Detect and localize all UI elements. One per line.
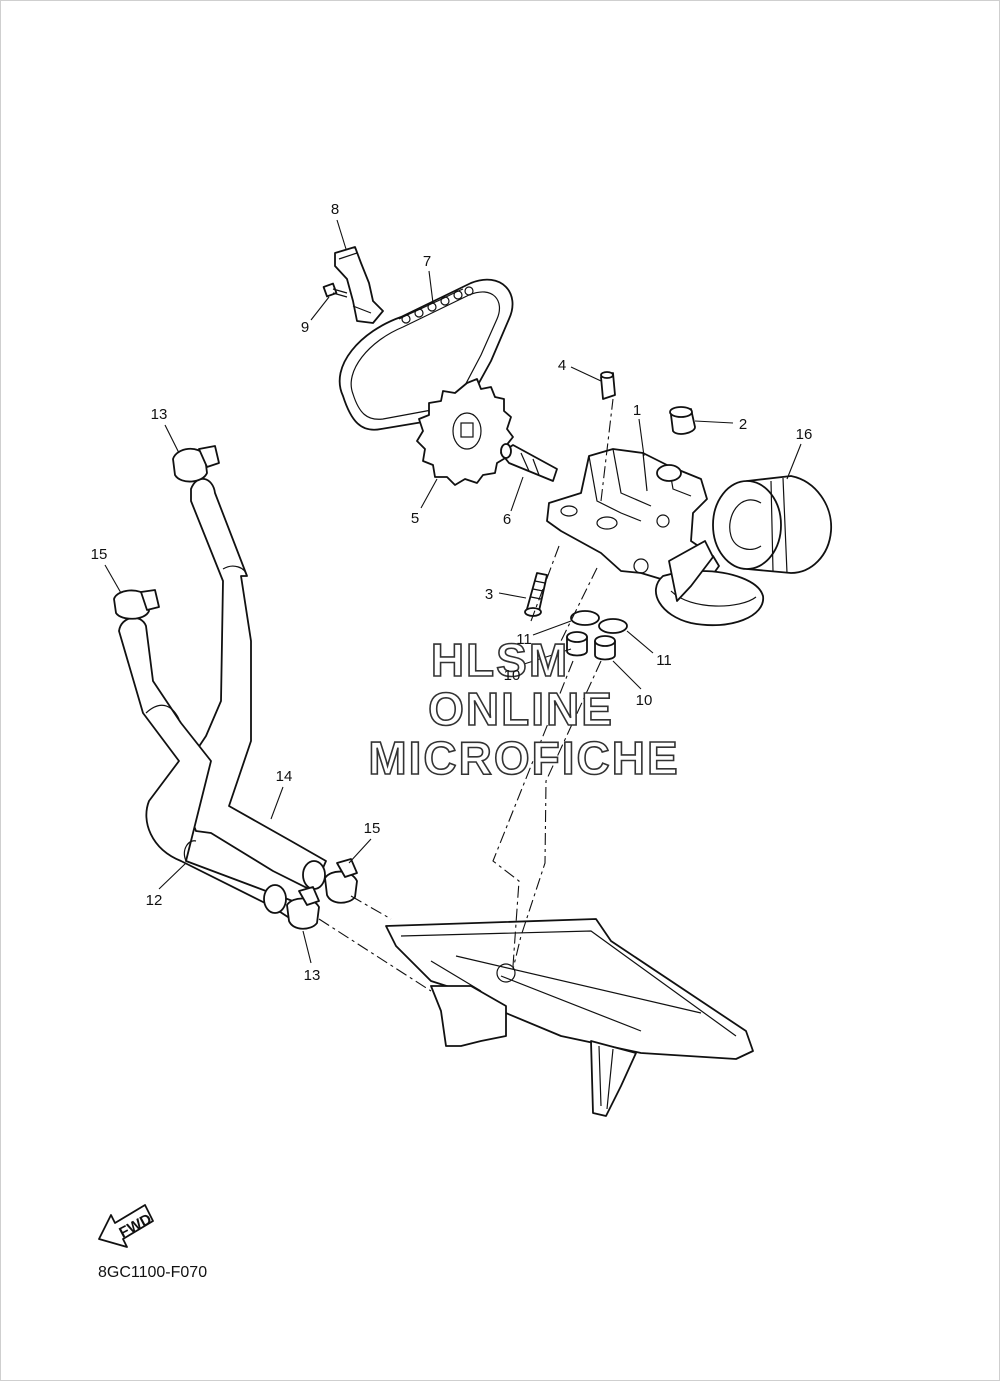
callout-3[interactable]: 3 <box>485 586 493 603</box>
assembly-lines <box>318 398 614 992</box>
chain-guide-bracket[interactable] <box>334 246 384 324</box>
oil-filter[interactable] <box>712 475 832 574</box>
collar-2[interactable] <box>669 406 696 435</box>
diagram-code: 8GC1100-F070 <box>98 1264 207 1281</box>
oil-pan[interactable] <box>385 918 754 1117</box>
o-ring-11-right[interactable] <box>598 618 628 634</box>
pump-bolt[interactable] <box>524 572 548 617</box>
callout-4[interactable]: 4 <box>558 357 566 374</box>
callout-12[interactable]: 12 <box>146 892 163 909</box>
callout-16[interactable]: 16 <box>796 426 813 443</box>
hose-clamp-13-bottom[interactable] <box>286 886 320 930</box>
callout-13-top[interactable]: 13 <box>151 406 168 423</box>
watermark-line-1: HLSM <box>431 634 569 686</box>
watermark: HLSM ONLINE MICROFICHE <box>368 633 679 785</box>
callout-11-right[interactable]: 11 <box>656 652 672 669</box>
pump-drive-shaft[interactable] <box>500 443 558 482</box>
callout-labels: 1 2 3 4 5 6 7 8 9 10 10 11 11 12 13 13 1… <box>91 201 813 984</box>
oil-pump-assembly[interactable] <box>546 448 764 627</box>
callout-6[interactable]: 6 <box>503 511 511 528</box>
callout-9[interactable]: 9 <box>301 319 309 336</box>
collar-10-left[interactable] <box>566 631 588 657</box>
callout-14[interactable]: 14 <box>276 768 293 785</box>
callout-7[interactable]: 7 <box>423 253 431 270</box>
callout-2[interactable]: 2 <box>739 416 747 433</box>
hose-clamp-13-top[interactable] <box>172 445 220 483</box>
callout-15-right[interactable]: 15 <box>364 820 381 837</box>
callout-1[interactable]: 1 <box>633 402 641 419</box>
callout-5[interactable]: 5 <box>411 510 419 527</box>
callout-15-left[interactable]: 15 <box>91 546 108 563</box>
fwd-arrow-icon: FWD <box>98 1204 155 1248</box>
oil-hose-assembly[interactable] <box>118 478 327 920</box>
callout-13-bottom[interactable]: 13 <box>304 967 321 984</box>
oil-pump-sprocket[interactable] <box>416 378 514 486</box>
callout-8[interactable]: 8 <box>331 201 339 218</box>
watermark-line-3: MICROFICHE <box>368 732 679 784</box>
o-ring-11-left[interactable] <box>570 610 600 626</box>
hose-clamp-15-right[interactable] <box>324 858 358 904</box>
watermark-line-2: ONLINE <box>428 683 614 735</box>
dowel-pin[interactable] <box>600 371 616 400</box>
callout-11-left[interactable]: 11 <box>516 631 532 648</box>
callout-10-left[interactable]: 10 <box>504 667 521 684</box>
hose-clamp-15-left[interactable] <box>113 589 160 620</box>
collar-10-right[interactable] <box>594 635 616 661</box>
callout-10-right[interactable]: 10 <box>636 692 653 709</box>
bolt-9[interactable] <box>322 282 348 298</box>
leader-lines <box>104 219 802 964</box>
